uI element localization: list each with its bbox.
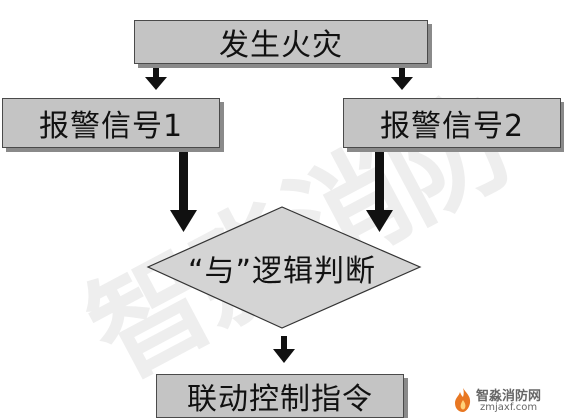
arrow-decision-to-command xyxy=(273,336,295,363)
node-alarm-signal-1: 报警信号1 xyxy=(2,98,220,148)
logo-url: zmjaxf.com xyxy=(480,402,538,413)
node-fire-occurs-label: 发生火灾 xyxy=(219,28,343,63)
arrow-fire-to-alarm1 xyxy=(145,66,167,90)
flame-logo-icon xyxy=(455,388,471,412)
site-logo[interactable]: 智淼消防网 zmjaxf.com xyxy=(452,385,564,418)
node-alarm-signal-2-label: 报警信号2 xyxy=(379,109,525,144)
node-alarm-signal-2: 报警信号2 xyxy=(343,98,561,148)
node-fire-occurs: 发生火灾 xyxy=(134,20,428,64)
node-linkage-command: 联动控制指令 xyxy=(156,374,404,418)
arrow-alarm1-to-decision xyxy=(170,150,197,232)
logo-name: 智淼消防网 xyxy=(476,389,542,404)
arrow-fire-to-alarm2 xyxy=(391,66,413,90)
decision-diamond xyxy=(146,206,422,329)
arrow-alarm2-to-decision xyxy=(366,150,393,232)
node-and-logic-label: “与”逻辑判断 xyxy=(187,254,377,289)
node-linkage-command-label: 联动控制指令 xyxy=(187,382,373,417)
node-alarm-signal-1-label: 报警信号1 xyxy=(38,109,184,144)
